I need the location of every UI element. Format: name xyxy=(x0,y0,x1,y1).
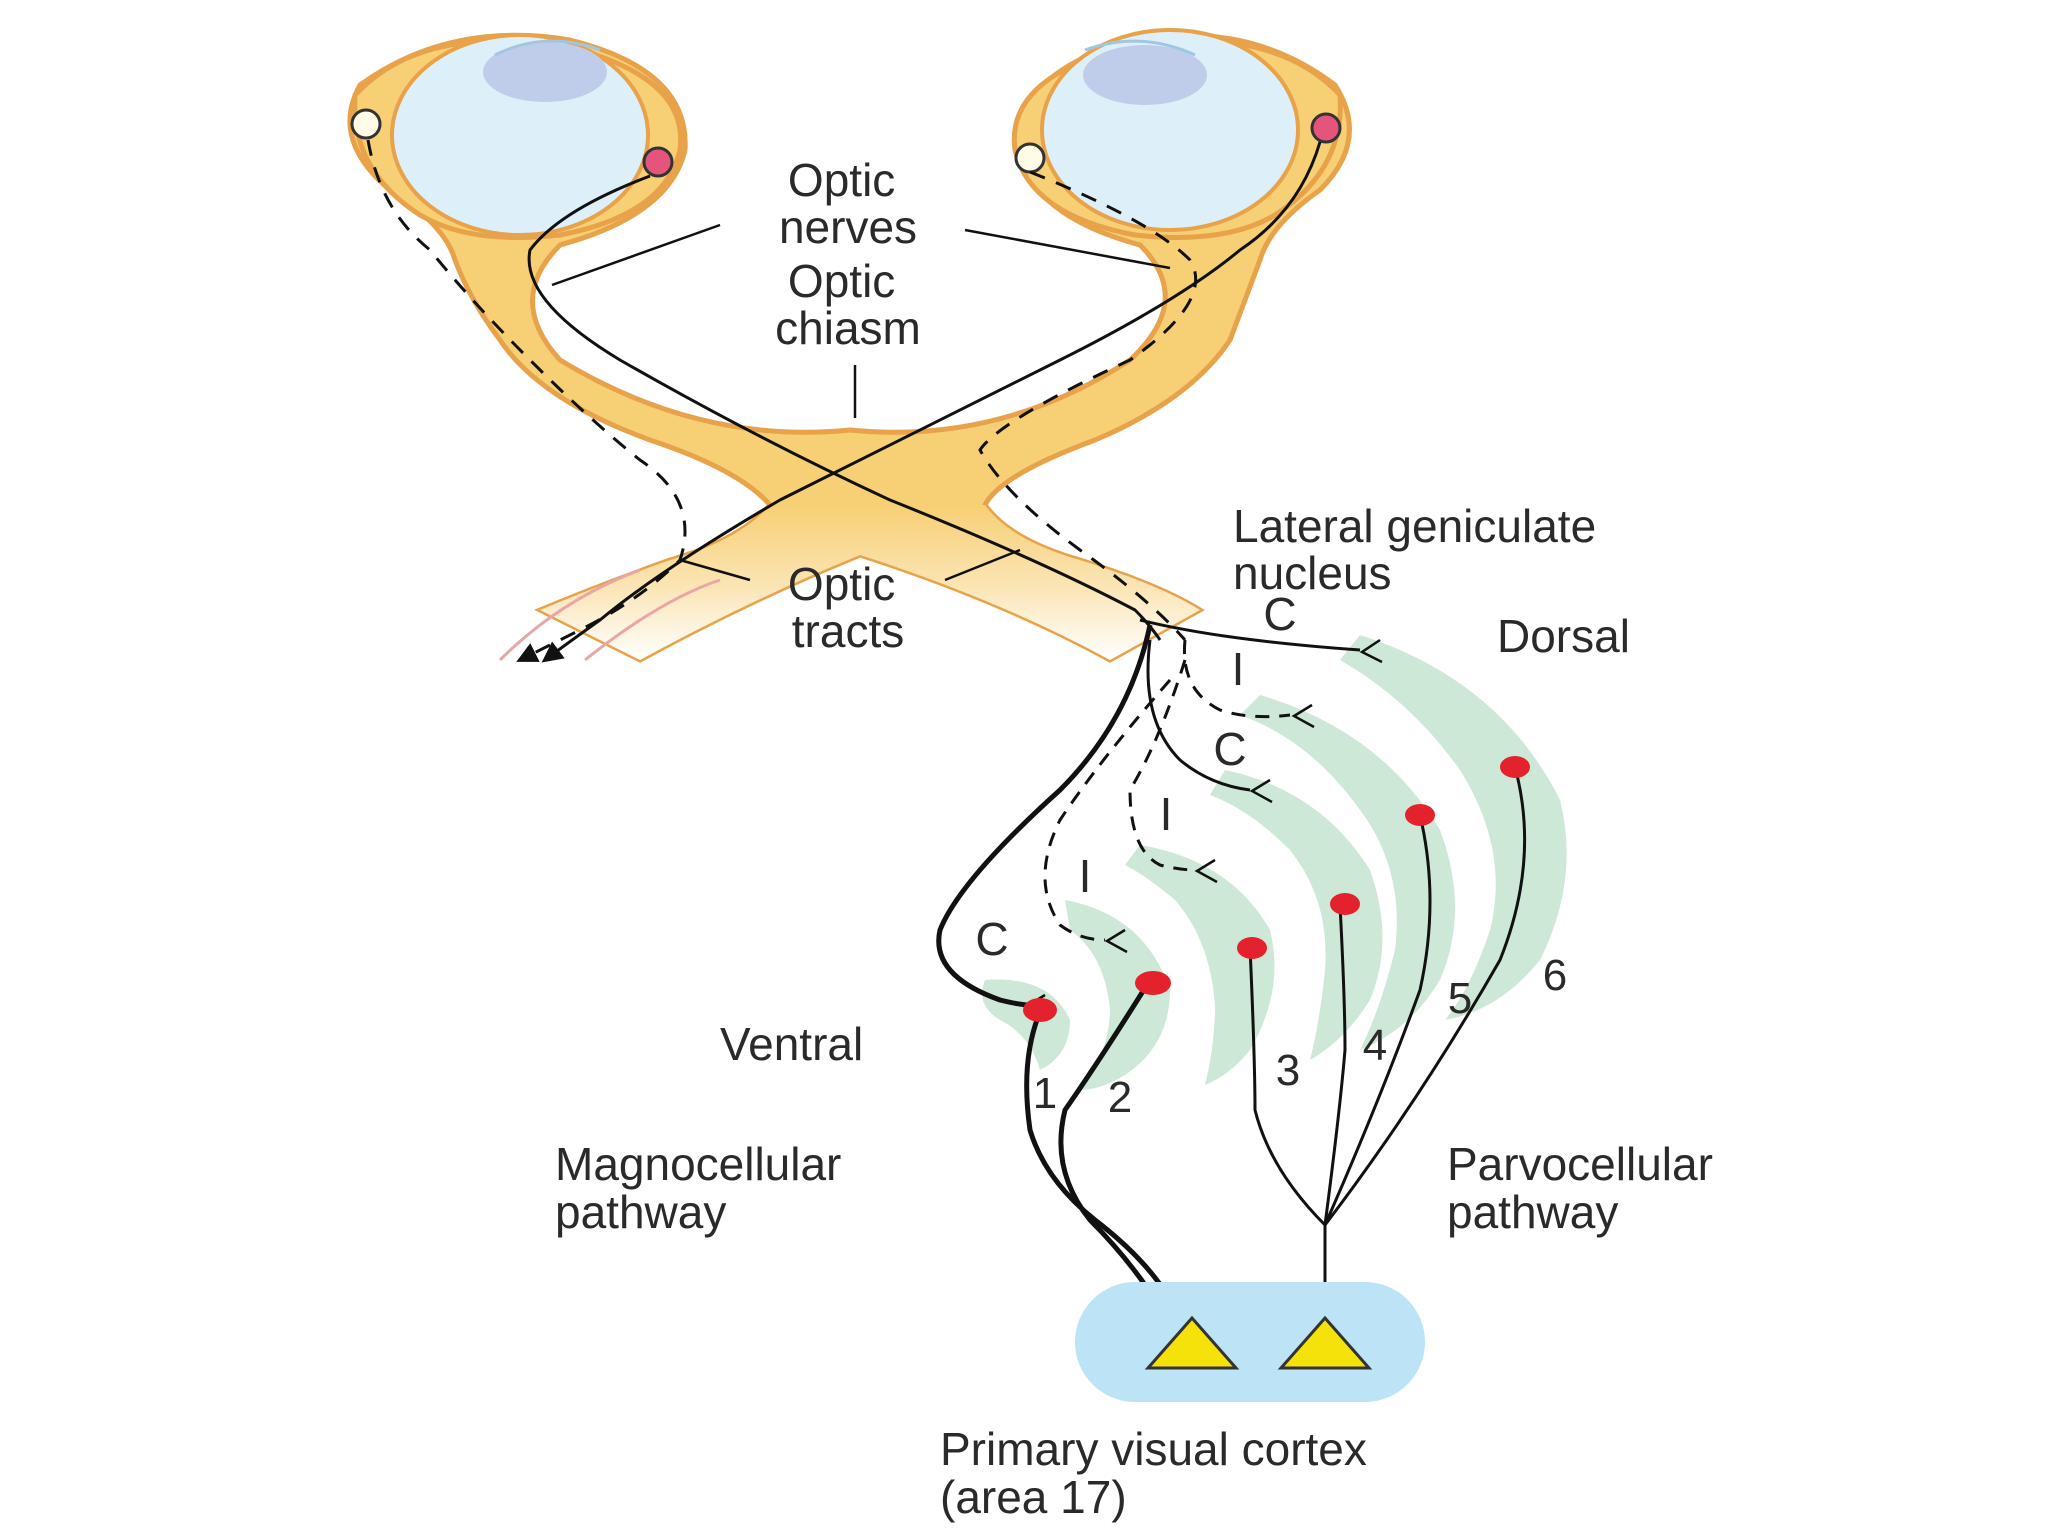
lgn-neuron-layer6 xyxy=(1500,756,1530,778)
left-eye-lens xyxy=(483,42,607,102)
optic-tracts-label: Optic tracts xyxy=(788,558,908,657)
letter-layer1: C xyxy=(975,913,1008,965)
layer-number-6: 6 xyxy=(1543,951,1567,1000)
lgn-label: Lateral geniculate nucleus xyxy=(1233,500,1609,599)
lgn-layer-3 xyxy=(1125,845,1275,1085)
eye-input-letters: C I C I I C xyxy=(975,588,1296,965)
left-eye-nasal-retina-dot xyxy=(642,146,674,178)
right-eye-temporal-retina-dot xyxy=(1310,112,1342,144)
dorsal-label: Dorsal xyxy=(1497,610,1630,662)
optic-nerves-label: Optic nerves xyxy=(779,154,917,253)
letter-layer4: C xyxy=(1213,723,1246,775)
lgn-neuron-layer3 xyxy=(1237,937,1267,959)
lgn-layer-5 xyxy=(1240,695,1455,1050)
nerve-fibers xyxy=(366,139,1322,663)
layer-number-5: 5 xyxy=(1448,974,1472,1023)
letter-layer3: I xyxy=(1160,788,1173,840)
left-eye xyxy=(350,33,684,240)
ventral-label: Ventral xyxy=(720,1018,863,1070)
lgn-layers xyxy=(982,635,1567,1090)
lgn-neuron-layer1 xyxy=(1023,998,1057,1022)
letter-layer6: C xyxy=(1263,588,1296,640)
parvo-pyramidal-neuron xyxy=(1277,1315,1373,1370)
lgn-output-fibers xyxy=(1024,766,1527,1327)
layer-number-3: 3 xyxy=(1276,1046,1300,1095)
lgn-layer-2 xyxy=(1065,900,1170,1090)
layer-number-1: 1 xyxy=(1033,1069,1057,1118)
lgn-layer-6 xyxy=(1340,635,1567,1020)
optic-chiasm-label: Optic chiasm xyxy=(775,255,921,354)
leader-lines xyxy=(551,223,1171,582)
layer-number-4: 4 xyxy=(1363,1021,1387,1070)
lgn-layer-4 xyxy=(1210,770,1383,1060)
magnocellular-label: Magnocellular pathway xyxy=(555,1138,854,1238)
layer-numbers: 1 2 3 4 5 6 xyxy=(1033,951,1567,1122)
right-eye-lens xyxy=(1083,45,1207,105)
left-eye-temporal-retina-dot xyxy=(350,108,382,140)
lgn-input-fibers xyxy=(936,618,1383,1019)
lgn-neuron-layer2 xyxy=(1135,971,1171,995)
parvocellular-label: Parvocellular pathway xyxy=(1447,1138,1726,1238)
cortex-label: Primary visual cortex (area 17) xyxy=(940,1423,1380,1523)
layer-number-2: 2 xyxy=(1108,1073,1132,1122)
right-eye-nasal-retina-dot xyxy=(1014,142,1046,174)
right-eye xyxy=(1011,28,1343,240)
lgn-neuron-layer5 xyxy=(1405,804,1435,826)
letter-layer2: I xyxy=(1079,850,1092,902)
lgn-neurons xyxy=(1023,756,1530,1022)
magno-pyramidal-neuron xyxy=(1144,1315,1240,1370)
lgn-neuron-layer4 xyxy=(1330,893,1360,915)
visual-cortex-region xyxy=(1075,1282,1425,1402)
letter-layer5: I xyxy=(1232,643,1245,695)
